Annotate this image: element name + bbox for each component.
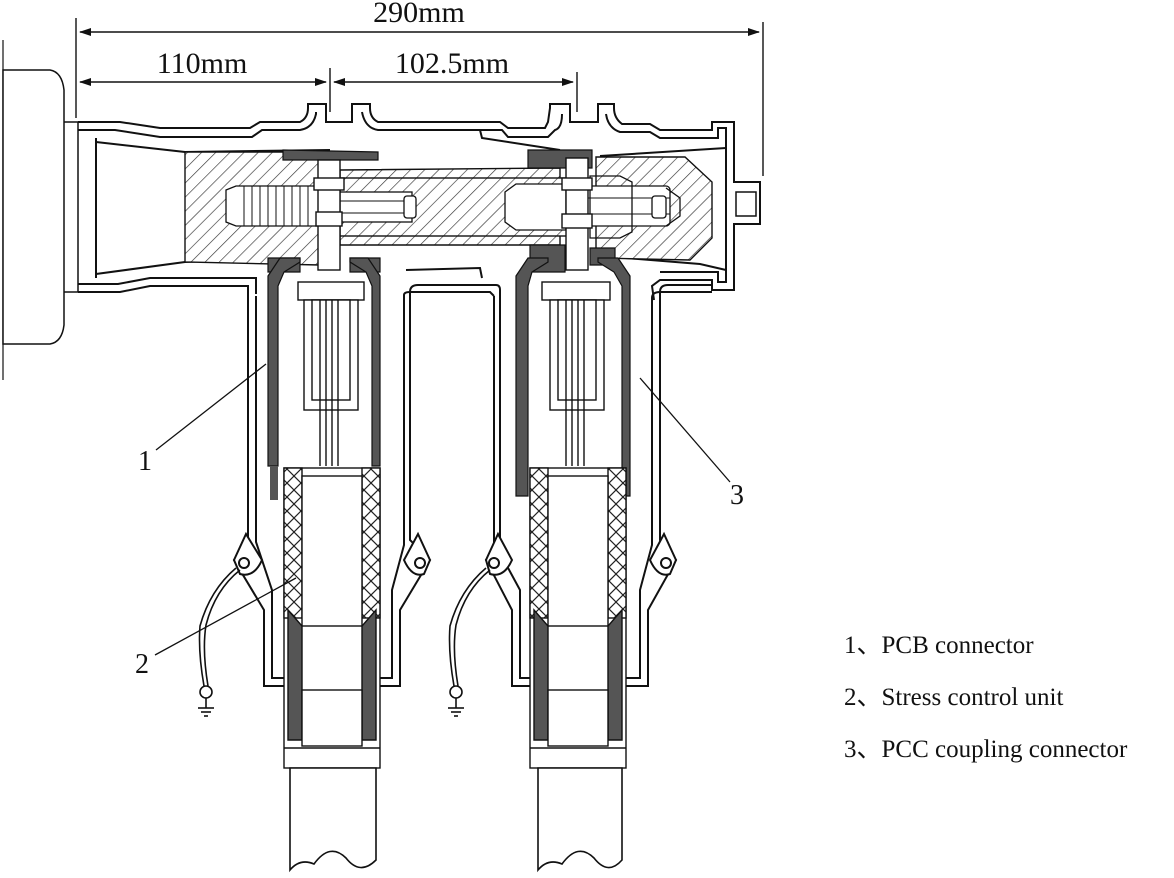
left-leg	[232, 284, 501, 687]
left-threaded-bolt	[225, 185, 417, 227]
legend-item-pcb-connector: 1、PCB connector	[844, 632, 1034, 659]
left-stress-cone	[283, 467, 381, 769]
right-socket	[541, 281, 611, 466]
right-dimension-label: 102.5mm	[395, 47, 509, 80]
callout-leaders	[154, 363, 731, 656]
right-threaded-bolt	[504, 175, 681, 239]
legend-item-pcc-coupling-connector: 3、PCC coupling connector	[844, 736, 1128, 763]
overall-dimension-label: 290mm	[373, 0, 465, 29]
right-leg	[484, 284, 712, 687]
left-inner-shell	[267, 257, 381, 500]
callout-1: 1	[138, 446, 152, 477]
main-body	[78, 103, 761, 301]
left-stud	[313, 159, 345, 271]
right-ground-wire	[448, 567, 491, 717]
legend: 1、PCB connector 2、Stress control unit 3、…	[844, 620, 1127, 776]
right-cable	[537, 767, 623, 873]
left-cable	[289, 767, 377, 873]
dimension-lines	[75, 18, 764, 176]
left-ground-wire	[198, 567, 241, 717]
end-stub	[735, 191, 757, 217]
left-socket	[297, 281, 365, 466]
end-cap	[2, 40, 79, 380]
legend-item-stress-control-unit: 2、Stress control unit	[844, 684, 1064, 711]
left-dimension-label: 110mm	[157, 47, 248, 80]
right-stud	[561, 157, 593, 271]
callout-2: 2	[135, 649, 149, 680]
right-stress-cone	[529, 467, 627, 769]
callout-3: 3	[730, 480, 744, 511]
right-inner-shell	[515, 257, 631, 497]
